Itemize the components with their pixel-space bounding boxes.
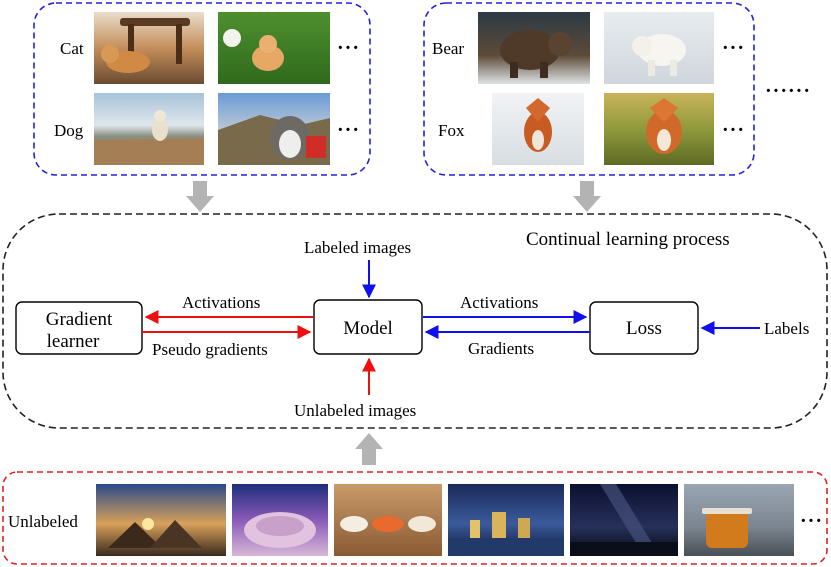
more-groups-ellipsis: ······ <box>765 80 811 102</box>
unlabeled-group-frame <box>2 471 828 565</box>
class-label-dog: Dog <box>54 121 84 140</box>
more-unlabeled-images: ··· <box>800 510 823 532</box>
labeled-images-label: Labeled images <box>304 238 411 257</box>
photo-cat-1 <box>94 12 204 84</box>
activations-right-label: Activations <box>460 293 538 312</box>
photo-bear-1 <box>478 12 590 84</box>
photo-unlabeled-anemone <box>232 484 328 556</box>
photo-cat-2 <box>218 12 330 84</box>
gradient-learner-label-line1: Gradient <box>46 309 113 330</box>
photo-unlabeled-tea <box>684 484 794 556</box>
more-dog-images: ··· <box>337 119 360 141</box>
process-frame <box>2 213 828 429</box>
more-cat-images: ··· <box>337 37 360 59</box>
photo-fox-2 <box>604 93 714 165</box>
gradients-label: Gradients <box>468 339 534 358</box>
photo-unlabeled-sushi <box>334 484 442 556</box>
photo-fox-1 <box>492 93 584 165</box>
labeled-group-2-frame <box>423 2 755 176</box>
pseudo-gradients-label: Pseudo gradients <box>152 340 268 359</box>
gray-arrow-unlabeled <box>355 433 383 465</box>
photo-dog-1 <box>94 93 204 165</box>
loss-box <box>589 301 699 355</box>
loss-label: Loss <box>626 318 662 339</box>
class-label-bear: Bear <box>432 39 464 58</box>
labels-label: Labels <box>764 319 809 338</box>
more-fox-images: ··· <box>722 119 745 141</box>
gray-arrow-group-2 <box>573 181 601 212</box>
class-label-fox: Fox <box>438 121 465 140</box>
more-bear-images: ··· <box>722 37 745 59</box>
photo-unlabeled-skyline <box>448 484 564 556</box>
gradient-learner-label-line2: learner <box>47 331 100 352</box>
unlabeled-images-label: Unlabeled images <box>294 401 416 420</box>
photo-dog-2 <box>218 93 330 165</box>
photo-bear-2 <box>604 12 714 84</box>
unlabeled-label: Unlabeled <box>8 512 78 531</box>
labeled-group-1-frame <box>33 2 371 176</box>
model-box <box>313 299 423 355</box>
gray-arrow-group-1 <box>186 181 214 212</box>
photo-unlabeled-milky-way <box>570 484 678 556</box>
activations-left-label: Activations <box>182 293 260 312</box>
photo-unlabeled-pyramids <box>96 484 226 556</box>
model-label: Model <box>343 318 393 339</box>
process-title: Continual learning process <box>526 229 730 250</box>
class-label-cat: Cat <box>60 39 84 58</box>
gradient-learner-box <box>15 301 143 355</box>
